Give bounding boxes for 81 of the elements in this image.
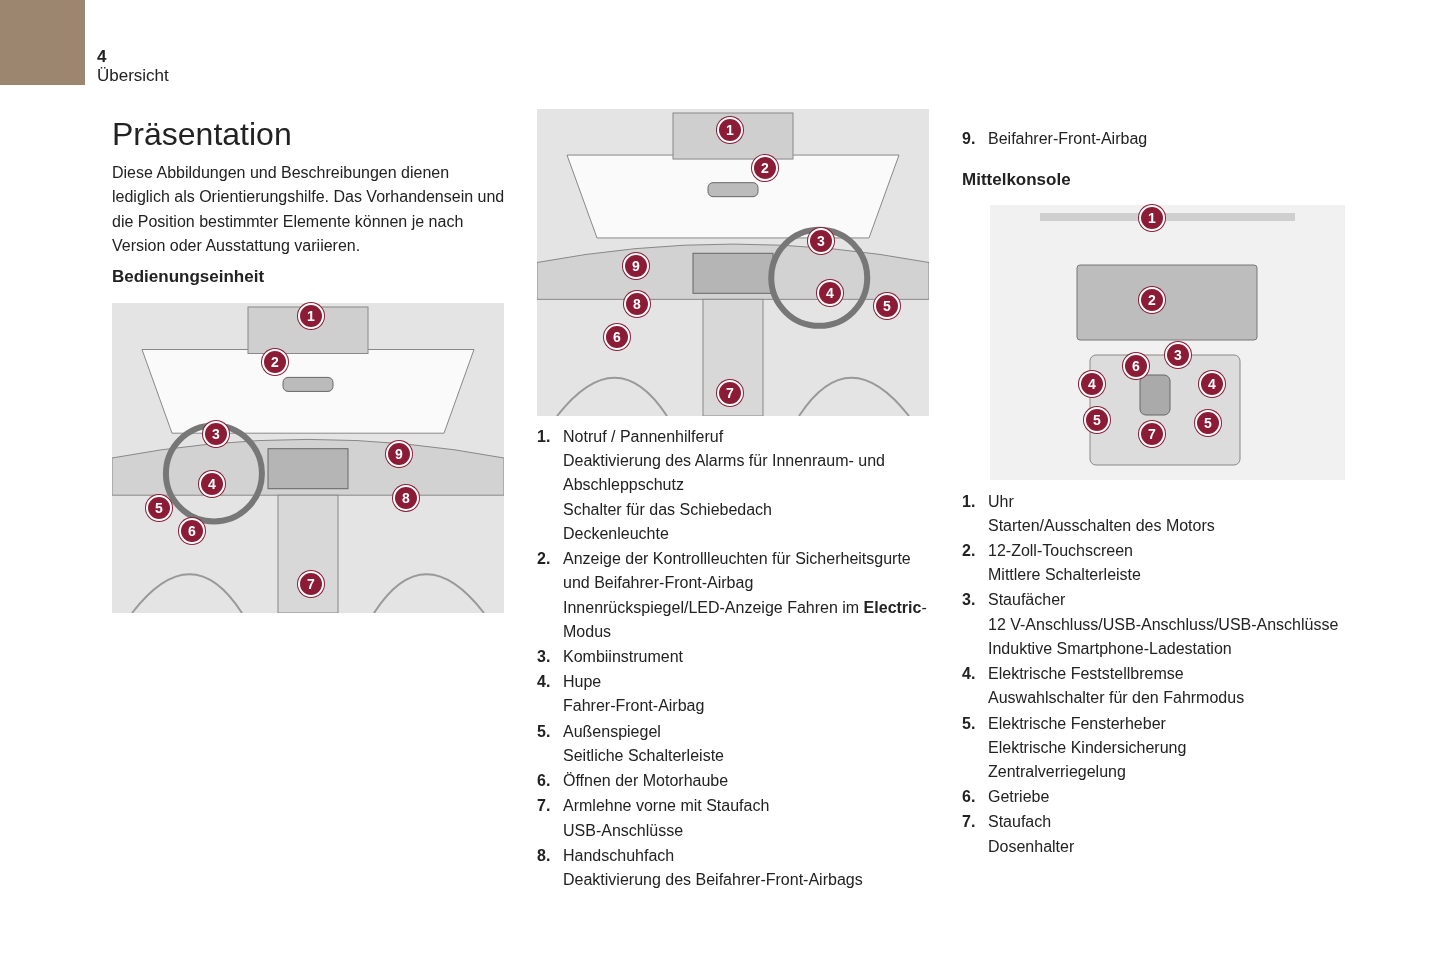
list-item-text: Armlehne vorne mit Staufach — [563, 796, 771, 816]
callout-number: 2 — [752, 155, 778, 181]
list-item-text: Schalter für das Schiebedach — [563, 500, 773, 520]
callout-number: 7 — [717, 380, 743, 406]
list-item-text: Dosenhalter — [988, 837, 1076, 857]
list-item-text: Uhr — [988, 492, 1015, 512]
list-number: 5. — [962, 714, 977, 734]
list-item-text: Elektrische Fensterheber — [988, 714, 1167, 734]
page-title: Präsentation — [112, 115, 292, 154]
list-item-text: Anzeige der Kontrollleuchten für Sicherheitsgurte und Beifahrer-Front-Airbag — [563, 549, 912, 594]
list-item-text: 12 V-Anschluss/USB-Anschluss/USB-Anschlüsse — [988, 615, 1340, 635]
subheading: Bedienungseinheit — [112, 266, 266, 288]
list-number: 7. — [537, 796, 552, 816]
callout-number: 3 — [1165, 342, 1191, 368]
list-item-text: Kombiinstrument — [563, 647, 685, 667]
callout-number: 4 — [1199, 371, 1225, 397]
callout-number: 9 — [386, 441, 412, 467]
list-item-text: Starten/Ausschalten des Motors — [988, 516, 1216, 536]
list-number: 4. — [962, 664, 977, 684]
list-item-text: Handschuhfach — [563, 846, 676, 866]
callout-number: 1 — [1139, 205, 1165, 231]
list-number: 6. — [537, 771, 552, 791]
list-item-text: Deaktivierung des Alarms für Innenraum- und Abschleppschutz — [563, 451, 886, 496]
section-name: Übersicht — [97, 66, 169, 86]
list-number: 7. — [962, 812, 977, 832]
callout-number: 7 — [1139, 421, 1165, 447]
callout-number: 5 — [1084, 407, 1110, 433]
list-item-text: Elektrische Feststellbremse — [988, 664, 1185, 684]
list-number: 9. — [962, 129, 977, 149]
callout-number: 7 — [298, 571, 324, 597]
list-item-text: Notruf / Pannenhilferuf — [563, 427, 725, 447]
callout-number: 1 — [717, 117, 743, 143]
list-item-text: Fahrer-Front-Airbag — [563, 696, 706, 716]
page-number: 4 — [97, 47, 107, 67]
list-number: 3. — [962, 590, 977, 610]
list-item-text: Deaktivierung des Beifahrer-Front-Airbags — [563, 870, 864, 890]
list-item-text: Getriebe — [988, 787, 1051, 807]
list-number: 1. — [962, 492, 977, 512]
callout-number: 3 — [808, 228, 834, 254]
callout-number: 4 — [1079, 371, 1105, 397]
list-item-text: Staufach — [988, 812, 1053, 832]
list-item-text: Seitliche Schalterleiste — [563, 746, 725, 766]
callout-number: 4 — [199, 471, 225, 497]
list-number: 3. — [537, 647, 552, 667]
list-item-text: Außenspiegel — [563, 722, 662, 742]
list-number: 6. — [962, 787, 977, 807]
list-number: 1. — [537, 427, 552, 447]
callout-number: 8 — [393, 485, 419, 511]
list-item-text: Elektrische Kindersicherung — [988, 738, 1188, 758]
list-number: 8. — [537, 846, 552, 866]
callout-number: 6 — [1123, 353, 1149, 379]
callout-number: 4 — [817, 280, 843, 306]
list-item-text: Zentralverriegelung — [988, 762, 1127, 782]
callout-number: 5 — [1195, 410, 1221, 436]
list-item-text: Induktive Smartphone-Ladestation — [988, 639, 1233, 659]
callout-number: 5 — [874, 293, 900, 319]
callout-number: 2 — [1139, 287, 1165, 313]
list-item-text: Hupe — [563, 672, 603, 692]
list-item-text: 12-Zoll-Touchscreen — [988, 541, 1134, 561]
list-item-text: Auswahlschalter für den Fahrmodus — [988, 688, 1246, 708]
callout-number: 9 — [623, 253, 649, 279]
list-item-text: Staufächer — [988, 590, 1067, 610]
subheading: Mittelkonsole — [962, 169, 1072, 191]
list-item-text: USB-Anschlüsse — [563, 821, 685, 841]
callout-number: 6 — [604, 324, 630, 350]
list-number: 2. — [537, 549, 552, 569]
callout-number: 3 — [203, 421, 229, 447]
callout-number: 5 — [146, 495, 172, 521]
list-item-text: Deckenleuchte — [563, 524, 670, 544]
list-number: 5. — [537, 722, 552, 742]
callout-number: 2 — [262, 349, 288, 375]
list-item-text: Beifahrer-Front-Airbag — [988, 129, 1149, 149]
list-number: 2. — [962, 541, 977, 561]
callout-number: 8 — [624, 291, 650, 317]
list-item-text: Mittlere Schalterleiste — [988, 565, 1142, 585]
list-number: 4. — [537, 672, 552, 692]
intro-paragraph: Diese Abbildungen und Beschreibungen dienen lediglich als Orientierungshilfe. Das Vorhandensein und die Position bestimmter Elemente können je nach Version oder Ausstattung variieren. — [112, 163, 506, 257]
list-item-text: Innenrückspiegel/LED-Anzeige Fahren im Electric-Modus — [563, 598, 928, 643]
list-item-text: Öffnen der Motorhaube — [563, 771, 730, 791]
callout-number: 6 — [179, 518, 205, 544]
callout-number: 1 — [298, 303, 324, 329]
